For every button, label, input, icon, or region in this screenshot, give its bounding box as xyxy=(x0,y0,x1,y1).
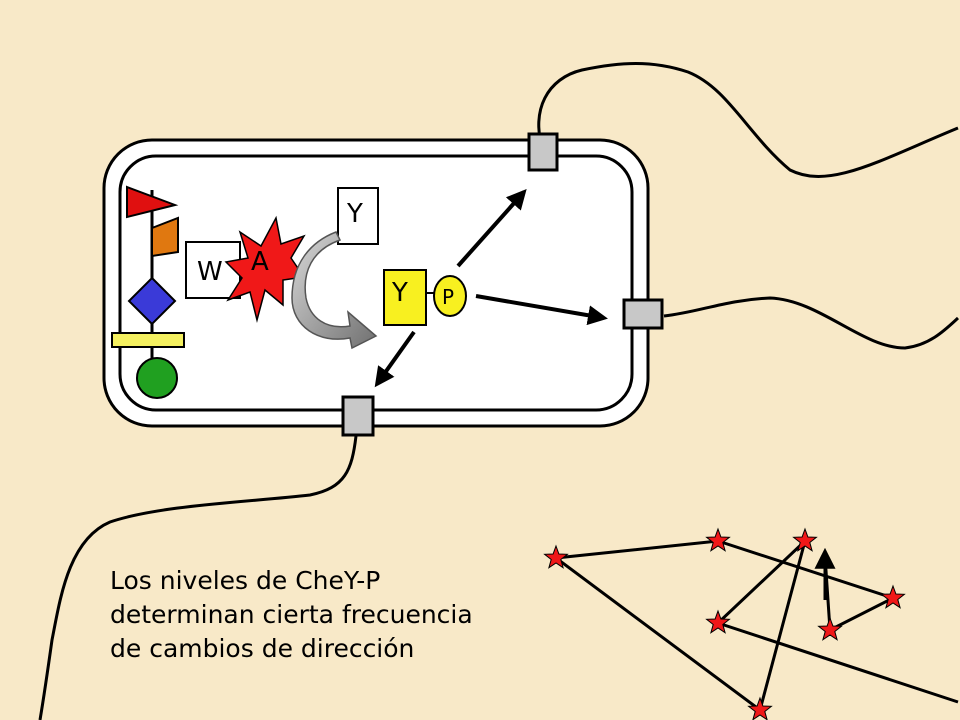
caption-line-2: determinan cierta frecuencia xyxy=(110,600,473,629)
star-icon xyxy=(880,584,906,609)
flagella xyxy=(38,62,960,720)
receptor-orange-block xyxy=(151,216,179,258)
chea: A xyxy=(224,215,306,323)
star-icon xyxy=(543,544,569,569)
chew-box xyxy=(185,241,241,299)
star-icon xyxy=(817,616,843,641)
caption-line-3: de cambios de dirección xyxy=(110,634,415,663)
receptor-flag-icon xyxy=(126,185,179,219)
chey-p: Y P xyxy=(383,269,467,326)
caption-line-1: Los niveles de CheY-P xyxy=(110,566,381,595)
arrow-to-top-motor xyxy=(456,189,527,268)
star-icon xyxy=(705,609,731,634)
receptor-circle-icon xyxy=(136,357,178,399)
arrow-to-right-motor xyxy=(475,294,608,326)
motors xyxy=(341,132,664,437)
motor-bottom xyxy=(341,395,375,437)
motor-top xyxy=(527,132,559,172)
arrow-to-bottom-motor xyxy=(374,330,416,388)
trajectory xyxy=(552,536,959,713)
receptor-bar xyxy=(111,332,185,348)
chey-p-label: Y xyxy=(391,278,408,308)
phosphate-label: P xyxy=(442,285,454,309)
chemoreceptor xyxy=(111,185,185,399)
flagellum-bottom xyxy=(38,435,358,720)
motor-right xyxy=(622,298,664,330)
cell-inner-membrane xyxy=(118,154,634,412)
star-icon xyxy=(705,527,731,552)
chew-label: W xyxy=(197,257,223,287)
chey-top-label: Y xyxy=(346,199,363,229)
phosphate-circle xyxy=(433,275,467,317)
caption: Los niveles de CheY-P determinan cierta … xyxy=(110,564,473,666)
cell xyxy=(102,138,650,428)
trajectory-stars xyxy=(543,527,906,720)
chea-star-icon xyxy=(224,215,306,323)
chey-p-box xyxy=(383,269,427,326)
chea-label: A xyxy=(251,247,269,277)
chey-top: Y xyxy=(337,187,379,245)
signal-arrows xyxy=(374,189,608,388)
trajectory-path xyxy=(552,536,959,713)
star-icon xyxy=(792,527,818,552)
receptor-diamond-icon xyxy=(127,276,177,326)
star-icon xyxy=(747,696,773,720)
chew: W xyxy=(185,241,241,299)
chey-top-box xyxy=(337,187,379,245)
flagellum-top xyxy=(537,62,959,178)
flagellum-right xyxy=(663,296,960,350)
curved-arrow-icon xyxy=(291,231,378,350)
